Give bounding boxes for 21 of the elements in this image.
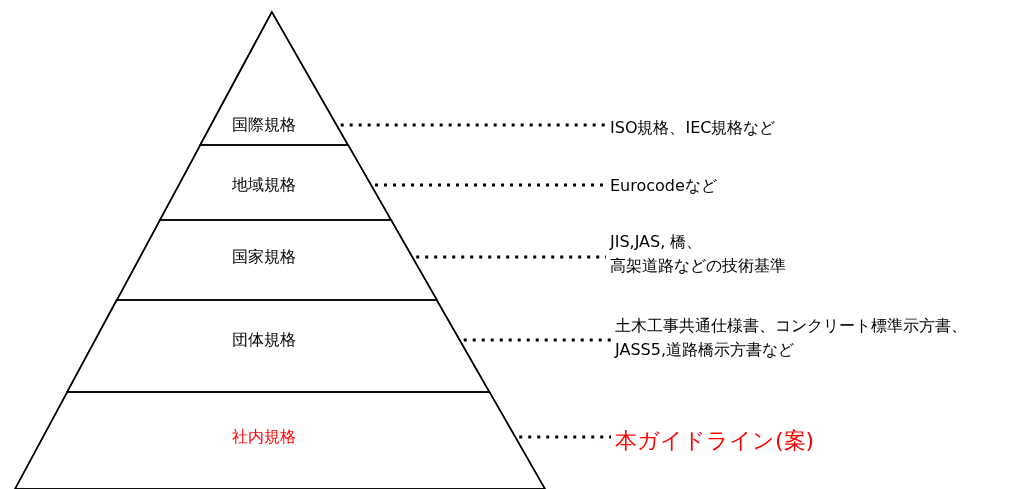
dotted-leader-line: [519, 435, 611, 439]
pyramid-tier: [116, 220, 437, 300]
pyramid-tier: [200, 12, 349, 145]
tier-label: 地域規格: [232, 175, 296, 196]
standard-examples: ISO規格、IEC規格など: [610, 116, 776, 140]
tier-label: 国際規格: [232, 115, 296, 136]
tier-label: 団体規格: [232, 330, 296, 351]
pyramid-tier: [159, 145, 392, 220]
standard-examples: 本ガイドライン(案): [615, 424, 815, 457]
dotted-leader-line: [463, 338, 611, 342]
tier-label: 社内規格: [232, 427, 296, 448]
tier-label: 国家規格: [232, 247, 296, 268]
pyramid-tier: [67, 300, 490, 392]
dotted-leader-line: [340, 123, 606, 127]
standard-examples: Eurocodeなど: [610, 174, 717, 198]
standard-examples: 土木工事共通仕様書、コンクリート標準示方書、 JASS5,道路橋示方書など: [615, 314, 1015, 362]
pyramid: [15, 12, 545, 489]
pyramid-tier: [15, 392, 545, 489]
dotted-leader-line: [416, 255, 606, 259]
standard-examples: JIS,JAS, 橋、高架道路などの技術基準: [610, 230, 850, 278]
dotted-leader-line: [375, 183, 606, 187]
